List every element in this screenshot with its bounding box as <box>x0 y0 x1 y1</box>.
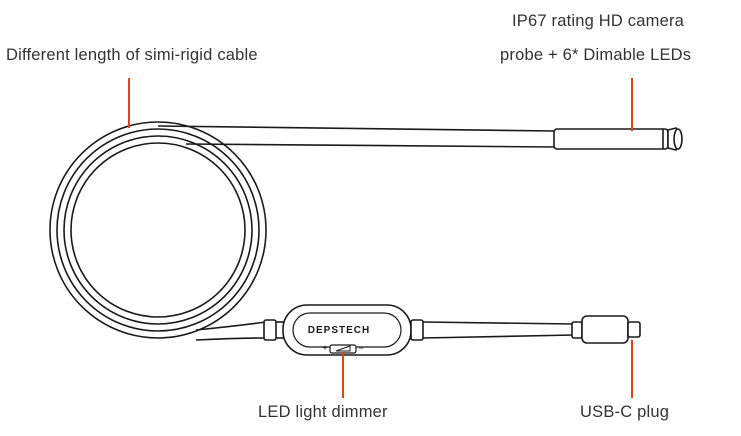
camera-label-line1: IP67 rating HD camera <box>512 12 685 30</box>
usb-c-plug <box>581 315 641 344</box>
cable-to-dimmer <box>195 319 286 341</box>
callout-lines <box>128 78 633 398</box>
camera-label-line2: probe + 6* Dimable LEDs <box>500 46 692 64</box>
cable-coil <box>49 121 267 339</box>
dimmer-plus-sign: + <box>322 343 327 353</box>
cable-label: Different length of simi-rigid cable <box>6 46 258 64</box>
dimmer-minus-sign: − <box>358 343 363 353</box>
dimmer-label: LED light dimmer <box>258 403 388 421</box>
cable-to-probe <box>157 125 556 148</box>
usb-label: USB-C plug <box>580 403 670 421</box>
brand-label: DEPSTECH <box>308 325 370 336</box>
cable-to-usb <box>410 319 583 341</box>
camera-probe <box>553 127 683 151</box>
